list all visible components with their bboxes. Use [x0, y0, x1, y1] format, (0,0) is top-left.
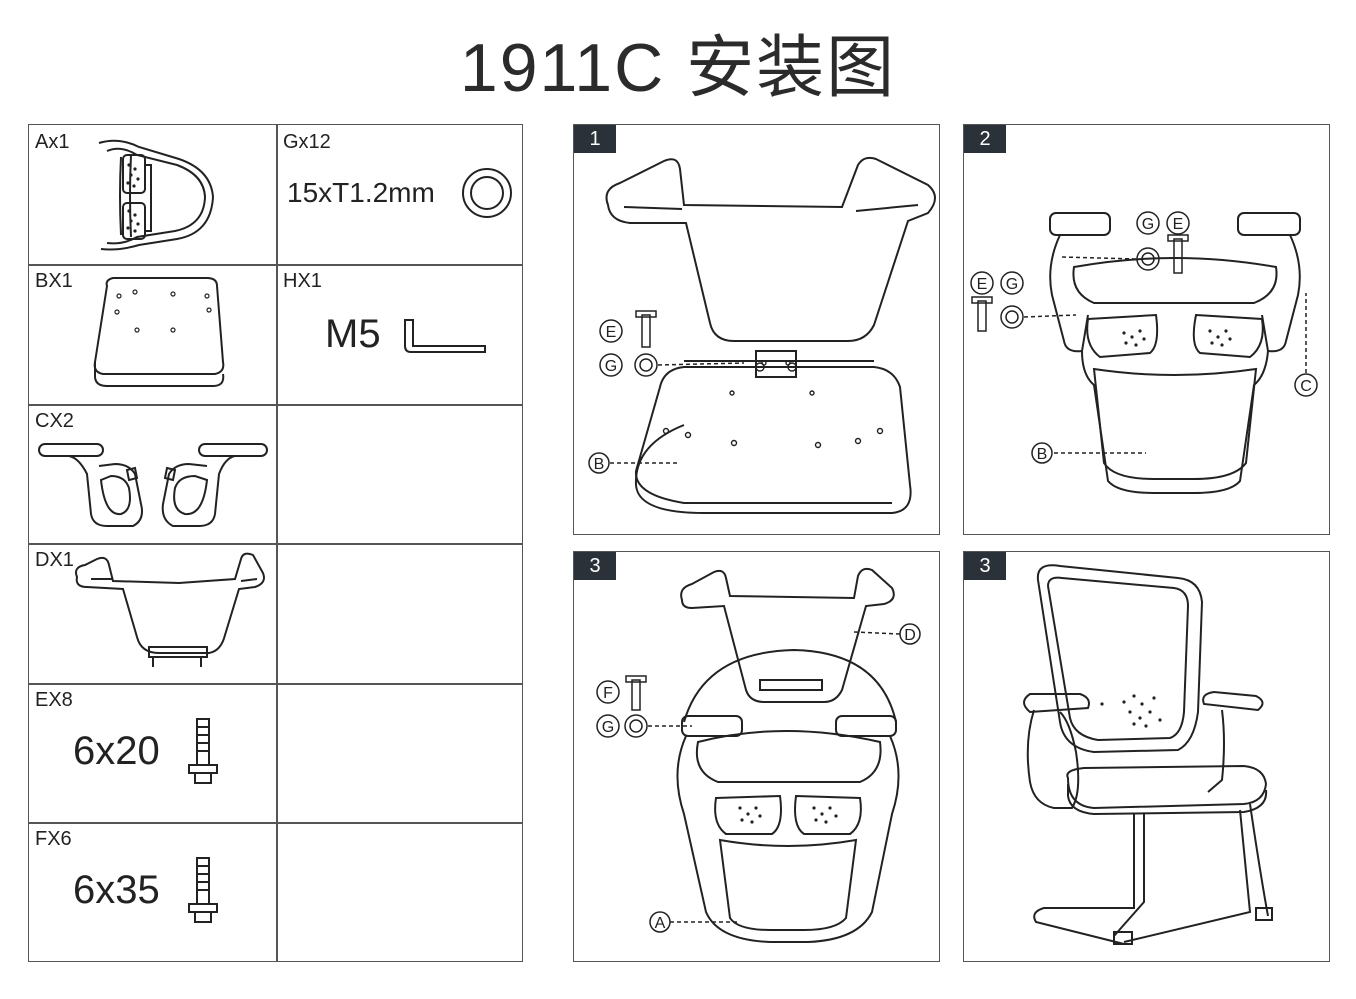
- step-2-panel: 2: [963, 124, 1330, 535]
- callout-g: G: [1006, 276, 1018, 293]
- callout-g: G: [1142, 216, 1154, 233]
- parts-list: Ax1 BX1: [28, 124, 523, 962]
- allen-key-icon: [404, 319, 486, 353]
- page-title: 1911C 安装图: [459, 30, 897, 106]
- callout-f: F: [603, 685, 613, 702]
- step-1-number: 1: [574, 125, 616, 153]
- part-b-cell: BX1: [29, 264, 276, 403]
- part-b-label: BX1: [35, 270, 73, 292]
- callout-b: B: [594, 456, 605, 473]
- part-a-label: Ax1: [35, 131, 70, 153]
- callout-b: B: [1037, 446, 1048, 463]
- step-1-diagram: E G B: [588, 156, 936, 514]
- part-h-cell: HX1 M5: [277, 264, 524, 403]
- part-e-cell: EX8 6x20: [29, 683, 276, 822]
- frame-icon: [75, 552, 265, 667]
- part-g-label: Gx12: [283, 131, 331, 153]
- part-g-cell: Gx12 15xT1.2mm: [277, 125, 524, 264]
- step-4-panel: 3: [963, 551, 1330, 962]
- callout-g: G: [605, 358, 617, 375]
- part-d-cell: DX1: [29, 543, 276, 682]
- part-h-size: M5: [325, 312, 381, 356]
- backrest-icon: [98, 139, 215, 251]
- seat-icon: [93, 277, 225, 387]
- step-4-number: 3: [964, 552, 1006, 580]
- part-f-size: 6x35: [73, 868, 160, 912]
- callout-c: C: [1300, 378, 1312, 395]
- part-g-size: 15xT1.2mm: [287, 177, 435, 208]
- step-1-panel: 1 E G B: [573, 124, 940, 535]
- assembled-chair-diagram: [1023, 564, 1273, 945]
- part-c-label: CX2: [35, 410, 74, 432]
- step-3-number: 3: [574, 552, 616, 580]
- step-3-diagram: F G D A: [596, 567, 921, 943]
- callout-a: A: [655, 915, 666, 932]
- bolt-icon: [188, 718, 218, 784]
- bolt-icon: [188, 857, 218, 923]
- step-2-number: 2: [964, 125, 1006, 153]
- callout-e: E: [606, 324, 617, 341]
- armrest-icon: [38, 443, 268, 527]
- part-f-cell: FX6 6x35: [29, 822, 276, 961]
- part-e-size: 6x20: [73, 729, 160, 773]
- part-c-cell: CX2: [29, 404, 276, 543]
- step-3-panel: 3: [573, 551, 940, 962]
- part-h-label: HX1: [283, 270, 322, 292]
- washer-icon: [462, 168, 512, 218]
- part-f-label: FX6: [35, 828, 72, 850]
- callout-g: G: [602, 719, 614, 736]
- callout-d: D: [904, 627, 916, 644]
- step-2-diagram: G E E G C B: [970, 211, 1318, 494]
- part-a-cell: Ax1: [29, 125, 276, 264]
- part-d-label: DX1: [35, 549, 74, 571]
- callouts: [588, 310, 745, 474]
- callout-e: E: [977, 276, 988, 293]
- callout-e: E: [1173, 216, 1184, 233]
- part-e-label: EX8: [35, 689, 73, 711]
